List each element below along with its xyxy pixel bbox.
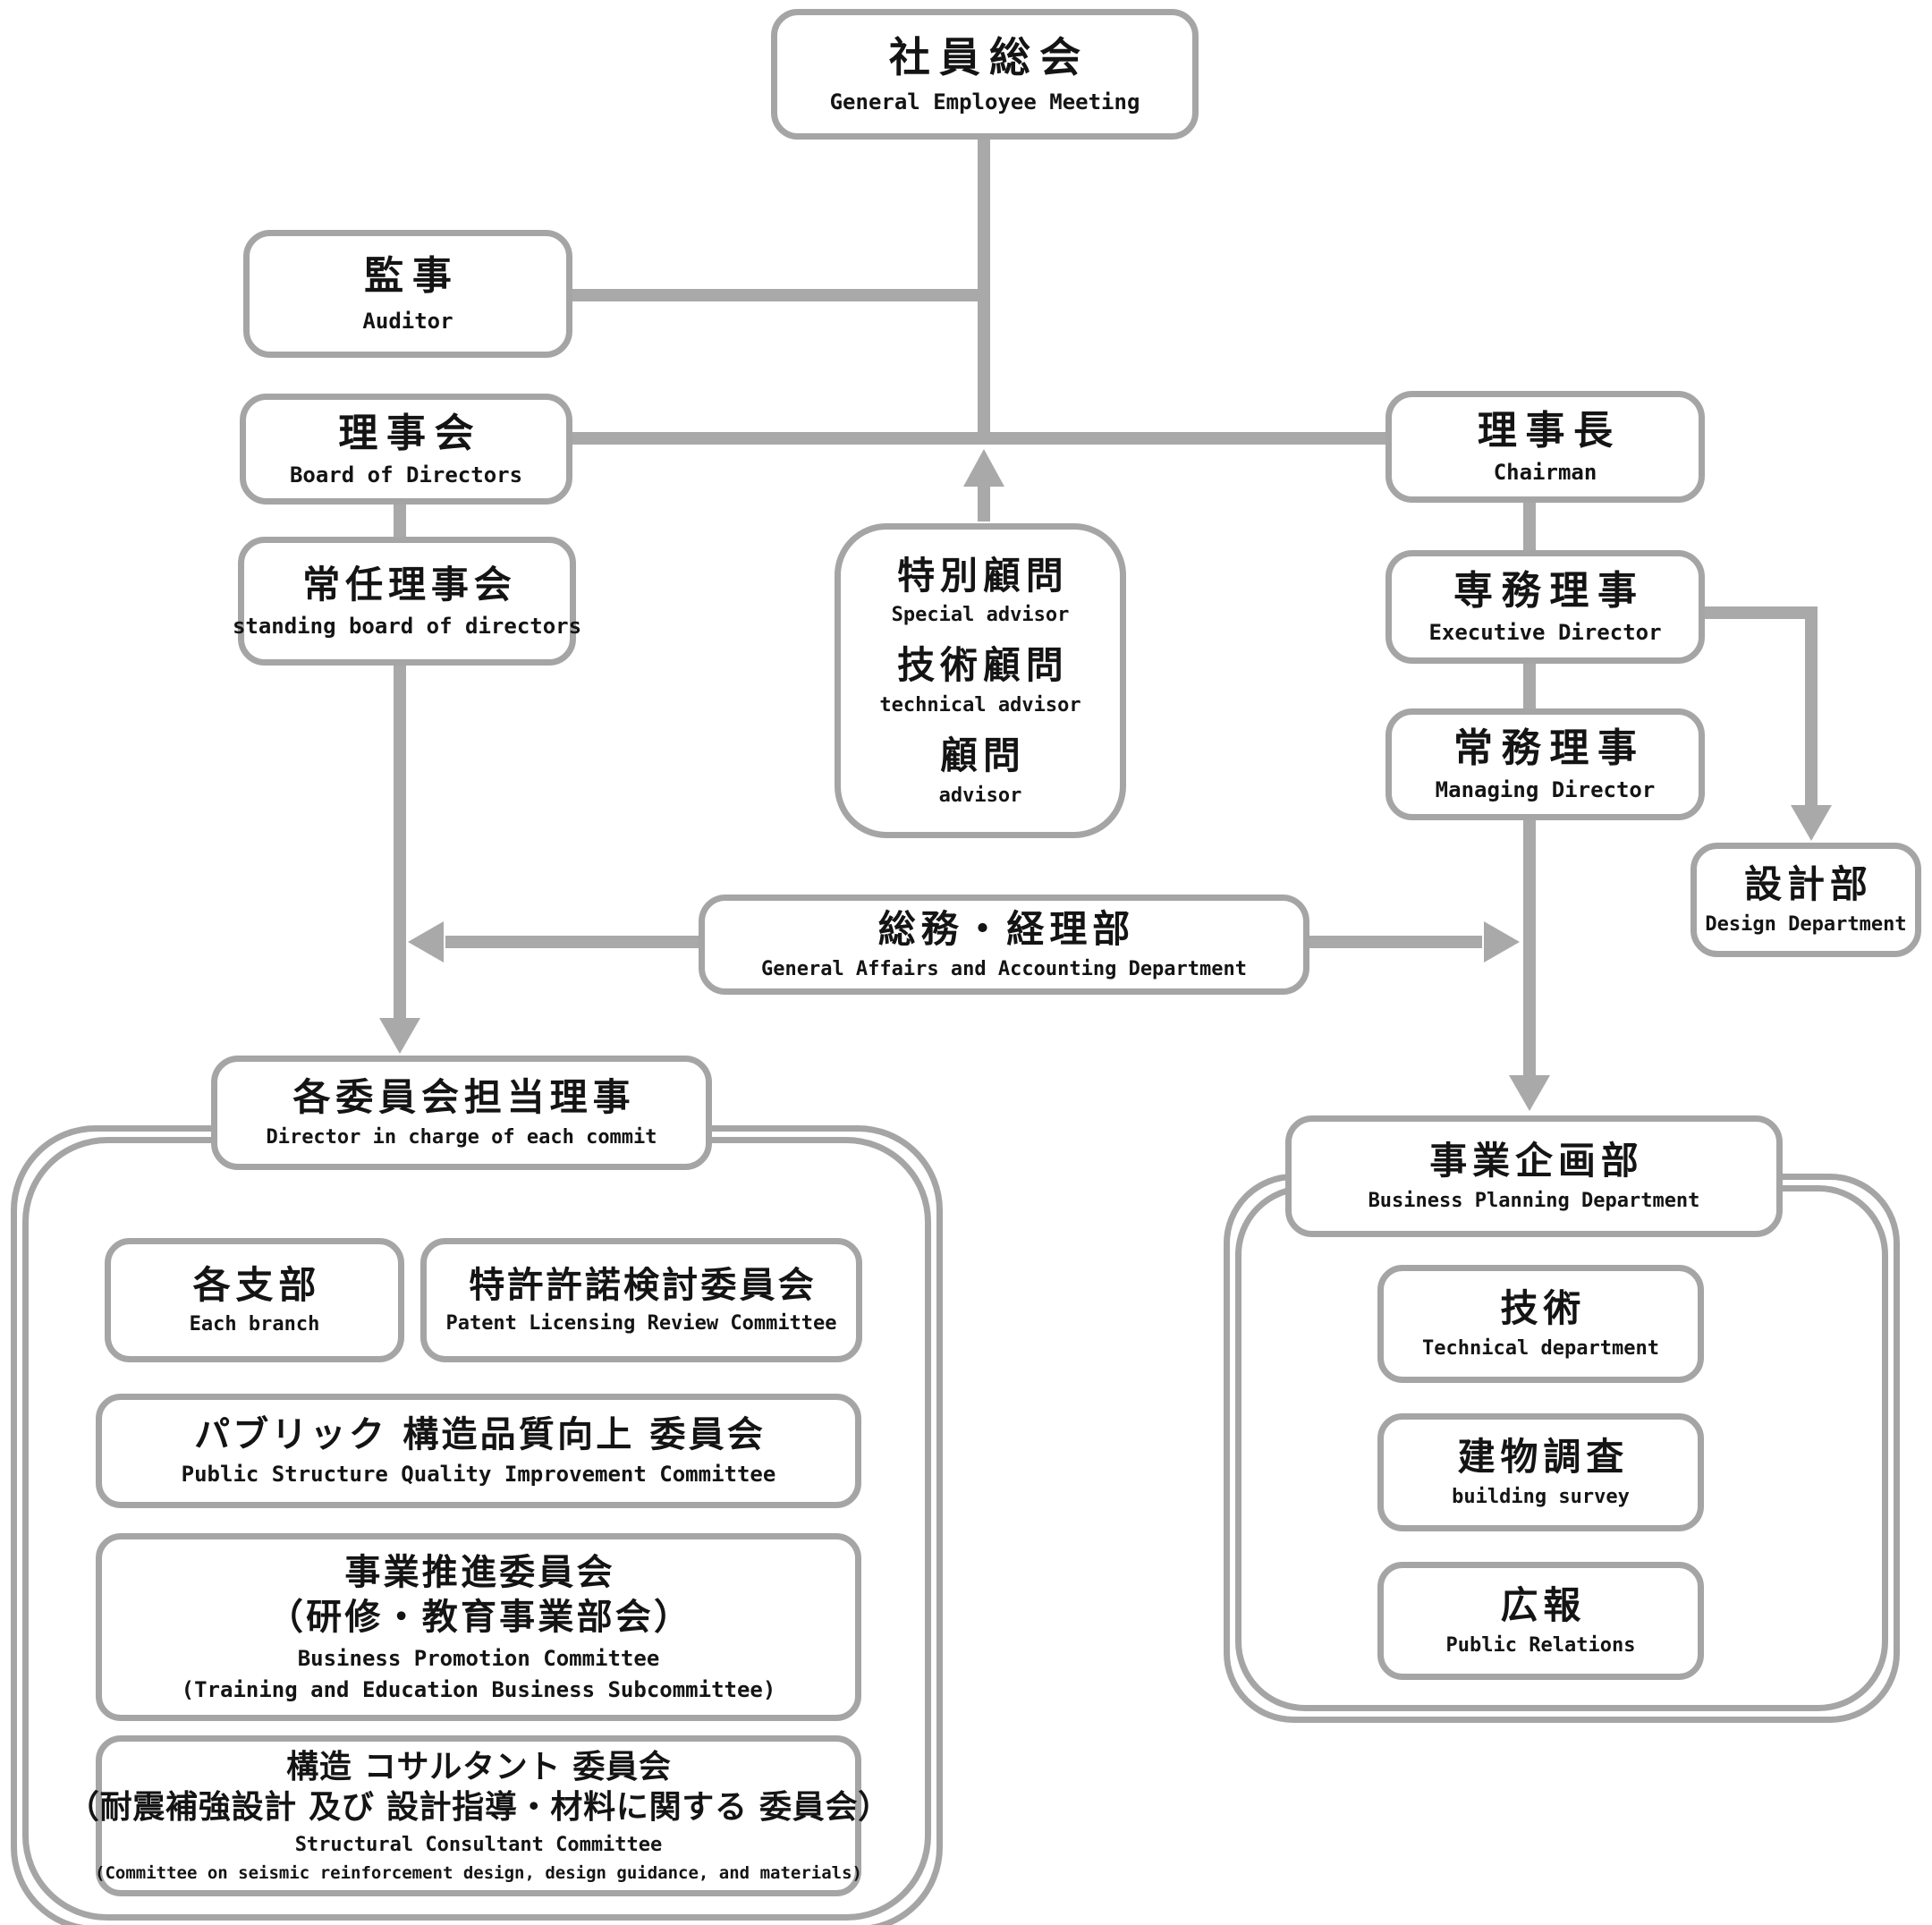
- en-label: Special advisor: [891, 604, 1070, 627]
- edge-executive-design: [1705, 606, 1818, 805]
- jp-label: 各支部: [192, 1262, 322, 1307]
- en-sub-label: (Training and Education Business Subcomm…: [181, 1677, 776, 1702]
- node-auditor: 監事 Auditor: [243, 230, 572, 358]
- jp-label: パブリック 構造品質向上 委員会: [194, 1414, 767, 1456]
- node-executive-director: 専務理事 Executive Director: [1385, 550, 1705, 664]
- en-label: standing board of directors: [232, 613, 582, 639]
- en-label: Chairman: [1493, 460, 1597, 486]
- en-label: General Employee Meeting: [829, 89, 1140, 115]
- node-committee-director: 各委員会担当理事 Director in charge of each comm…: [211, 1056, 712, 1170]
- advisor-item-special: 特別顧問 Special advisor: [892, 553, 1070, 629]
- node-public-relations: 広報 Public Relations: [1377, 1562, 1704, 1680]
- node-business-planning: 事業企画部 Business Planning Department: [1285, 1115, 1783, 1237]
- jp-label: 広報: [1500, 1583, 1587, 1628]
- en-label: Business Promotion Committee: [297, 1645, 660, 1671]
- en-label: building survey: [1452, 1485, 1630, 1508]
- node-managing-director: 常務理事 Managing Director: [1385, 708, 1705, 820]
- arrowhead-down-committees: [379, 1018, 420, 1054]
- arrowhead-left-affairs: [408, 921, 444, 962]
- en-label: Executive Director: [1428, 620, 1662, 646]
- jp-label: 顧問: [940, 734, 1026, 778]
- jp-label: 社員総会: [888, 32, 1090, 81]
- jp-sub-label: （研修・教育事業部会）: [267, 1596, 693, 1638]
- node-structural-consultant-committee: 構造 コサルタント 委員会 （耐震補強設計 及び 設計指導・材料に関する 委員会…: [67, 1735, 890, 1896]
- jp-label: 事業推進委員会: [344, 1551, 615, 1593]
- jp-label: 技術: [1500, 1286, 1587, 1331]
- node-standing-board: 常任理事会 standing board of directors: [233, 537, 581, 666]
- node-board-of-directors: 理事会 Board of Directors: [240, 394, 572, 505]
- en-label: advisor: [938, 784, 1022, 807]
- jp-label: 特別顧問: [897, 553, 1069, 598]
- en-label: technical advisor: [879, 693, 1081, 717]
- en-label: General Affairs and Accounting Departmen…: [760, 957, 1248, 980]
- en-label: Structural Consultant Committee: [294, 1834, 663, 1857]
- arrowhead-down-design: [1791, 805, 1832, 841]
- jp-label: 建物調査: [1457, 1435, 1630, 1480]
- node-building-survey: 建物調査 building survey: [1377, 1413, 1704, 1531]
- en-label: Public Structure Quality Improvement Com…: [181, 1462, 776, 1488]
- en-sub-label: (Committee on seismic reinforcement desi…: [95, 1862, 862, 1883]
- en-label: Patent Licensing Review Committee: [445, 1312, 837, 1336]
- arrowhead-up-advisors: [963, 449, 1004, 487]
- jp-label: 事業企画部: [1429, 1139, 1644, 1183]
- node-general-affairs: 総務・経理部 General Affairs and Accounting De…: [699, 895, 1309, 995]
- arrowhead-down-planning: [1509, 1075, 1550, 1111]
- en-label: Board of Directors: [289, 462, 523, 488]
- jp-label: 特許許諾検討委員会: [469, 1265, 817, 1307]
- node-technical-department: 技術 Technical department: [1377, 1265, 1704, 1383]
- node-public-structure-committee: パブリック 構造品質向上 委員会 Public Structure Qualit…: [96, 1394, 861, 1508]
- jp-label: 構造 コサルタント 委員会: [286, 1749, 672, 1786]
- node-each-branch: 各支部 Each branch: [105, 1238, 404, 1362]
- jp-label: 専務理事: [1453, 568, 1646, 615]
- en-label: Design Department: [1705, 912, 1907, 936]
- jp-label: 理事会: [338, 410, 483, 456]
- node-general-employee-meeting: 社員総会 General Employee Meeting: [771, 9, 1199, 140]
- jp-label: 総務・経理部: [877, 907, 1136, 952]
- arrowhead-right-affairs: [1484, 921, 1520, 962]
- en-label: Business Planning Department: [1368, 1189, 1700, 1212]
- node-patent-committee: 特許許諾検討委員会 Patent Licensing Review Commit…: [420, 1238, 862, 1362]
- node-chairman: 理事長 Chairman: [1385, 391, 1705, 503]
- advisor-item-technical: 技術顧問 technical advisor: [879, 642, 1080, 718]
- node-business-promotion-committee: 事業推進委員会 （研修・教育事業部会） Business Promotion C…: [96, 1533, 861, 1721]
- en-label: Auditor: [362, 309, 453, 335]
- jp-label: 理事長: [1477, 408, 1622, 454]
- jp-label: 常任理事会: [302, 563, 517, 607]
- jp-label: 技術顧問: [897, 643, 1069, 688]
- jp-label: 監事: [364, 253, 461, 300]
- en-label: Technical department: [1422, 1336, 1659, 1360]
- advisor-item-advisor: 顧問 advisor: [935, 733, 1026, 809]
- en-label: Managing Director: [1435, 777, 1656, 803]
- jp-sub-label: （耐震補強設計 及び 設計指導・材料に関する 委員会）: [66, 1789, 891, 1827]
- jp-label: 設計部: [1744, 862, 1873, 907]
- node-design-department: 設計部 Design Department: [1690, 843, 1921, 957]
- en-label: Each branch: [189, 1313, 320, 1336]
- jp-label: 各委員会担当理事: [292, 1075, 636, 1120]
- node-advisors: 特別顧問 Special advisor 技術顧問 technical advi…: [835, 523, 1126, 838]
- en-label: Director in charge of each commit: [266, 1125, 657, 1149]
- en-label: Public Relations: [1445, 1633, 1636, 1657]
- jp-label: 常務理事: [1453, 725, 1646, 772]
